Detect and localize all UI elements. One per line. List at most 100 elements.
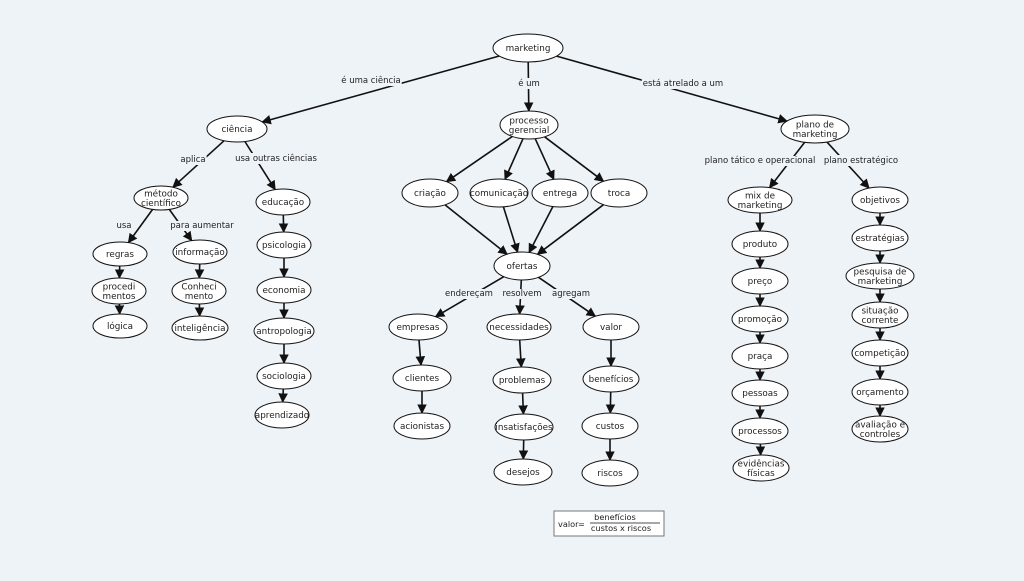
edge-criacao-ofertas xyxy=(445,205,507,254)
node-praca[interactable]: praça xyxy=(732,343,788,369)
node-sociologia[interactable]: sociologia xyxy=(257,363,311,389)
value-formula: valor = benefícios custos x riscos xyxy=(554,511,664,536)
node-necessidades[interactable]: necessidades xyxy=(487,314,551,340)
node-troca-label: troca xyxy=(608,189,630,199)
node-inteligencia-label: inteligência xyxy=(174,323,225,334)
node-processos[interactable]: processos xyxy=(732,418,788,444)
edge-label-ofertas-valor: agregam xyxy=(552,289,590,299)
node-insatisfacoes-label: insatisfações xyxy=(495,423,553,433)
edge-troca-ofertas xyxy=(538,205,604,255)
node-regras[interactable]: regras xyxy=(93,242,147,266)
node-pesquisa-label: marketing xyxy=(858,277,903,287)
node-mix-label: marketing xyxy=(738,201,783,211)
node-regras-label: regras xyxy=(106,250,134,260)
node-desejos-label: desejos xyxy=(506,468,540,478)
node-empresas-label: empresas xyxy=(397,323,440,333)
node-inteligencia[interactable]: inteligência xyxy=(172,316,228,340)
node-competicao-label: competição xyxy=(854,349,905,359)
edge-label-ofertas-necessidades: resolvem xyxy=(502,289,541,299)
node-economia-label: economia xyxy=(263,286,306,296)
formula-numerator: benefícios xyxy=(594,512,636,522)
node-logica-label: lógica xyxy=(107,321,133,332)
node-acionistas[interactable]: acionistas xyxy=(394,413,450,439)
node-economia[interactable]: economia xyxy=(257,277,311,303)
node-procedimentos-label: mentos xyxy=(103,292,136,302)
node-ofertas-label: ofertas xyxy=(507,262,538,272)
node-ciencia-label: ciência xyxy=(222,124,253,135)
node-marketing[interactable]: marketing xyxy=(493,34,563,62)
node-valor[interactable]: valor xyxy=(583,314,639,340)
node-psicologia-label: psicologia xyxy=(262,241,306,251)
node-psicologia[interactable]: psicologia xyxy=(257,232,311,258)
edge-processo-criacao xyxy=(447,137,513,182)
edge-label-marketing-processo: é um xyxy=(518,78,540,89)
node-produto[interactable]: produto xyxy=(732,231,788,257)
node-mix-label: mix de xyxy=(745,191,775,201)
node-avaliacao-label: avaliação e xyxy=(855,420,905,430)
node-preco[interactable]: preço xyxy=(732,268,788,294)
node-promocao[interactable]: promoção xyxy=(732,306,788,332)
node-riscos[interactable]: riscos xyxy=(582,460,638,486)
node-estrategias[interactable]: estratégias xyxy=(852,225,908,251)
node-criacao[interactable]: criação xyxy=(402,179,458,207)
node-metodo-label: método xyxy=(144,188,178,199)
node-beneficios[interactable]: benefícios xyxy=(583,366,639,392)
edge-processo-troca xyxy=(545,137,604,182)
node-processos-label: processos xyxy=(738,427,782,437)
node-preco-label: preço xyxy=(748,277,773,287)
node-situacao-label: situação xyxy=(861,306,898,316)
edge-label-plano-objetivos: plano estratégico xyxy=(824,155,898,166)
node-custos[interactable]: custos xyxy=(582,413,638,439)
node-procedimentos-label: procedi xyxy=(103,282,136,292)
node-informacao-label: informação xyxy=(175,248,225,258)
node-desejos[interactable]: desejos xyxy=(494,459,552,485)
node-competicao[interactable]: competição xyxy=(852,340,908,366)
node-praca-label: praça xyxy=(748,352,773,362)
edge-processo-entrega xyxy=(535,139,554,180)
node-plano-label: plano de xyxy=(796,120,834,130)
node-comunicacao[interactable]: comunicação xyxy=(470,179,528,207)
node-empresas[interactable]: empresas xyxy=(389,314,447,340)
node-conhecimento-label: mento xyxy=(185,292,213,302)
node-informacao[interactable]: informação xyxy=(173,240,227,264)
node-pessoas[interactable]: pessoas xyxy=(732,380,788,406)
formula-denominator: custos x riscos xyxy=(591,523,651,533)
node-ofertas[interactable]: ofertas xyxy=(494,252,550,280)
node-logica[interactable]: lógica xyxy=(93,314,147,338)
node-promocao-label: promoção xyxy=(738,315,782,325)
node-ciencia[interactable]: ciência xyxy=(207,116,267,142)
edge-label-metodo-informacao: para aumentar xyxy=(170,221,234,231)
node-clientes[interactable]: clientes xyxy=(393,365,451,391)
edge-label-ofertas-empresas: endereçam xyxy=(445,289,493,299)
node-objetivos[interactable]: objetivos xyxy=(852,187,908,213)
node-sociologia-label: sociologia xyxy=(262,372,306,382)
edge-label-marketing-plano: está atrelado a um xyxy=(643,79,723,89)
node-processo-label: gerencial xyxy=(509,126,550,136)
node-entrega[interactable]: entrega xyxy=(532,179,588,207)
node-orcamento-label: orçamento xyxy=(856,388,903,398)
node-problemas-label: problemas xyxy=(499,376,546,386)
node-educacao[interactable]: educação xyxy=(256,189,310,215)
node-aprendizado[interactable]: aprendizado xyxy=(255,402,309,428)
node-problemas[interactable]: problemas xyxy=(493,367,551,393)
node-insatisfacoes[interactable]: insatisfações xyxy=(495,414,553,440)
node-evidencias-label: físicas xyxy=(747,469,775,479)
formula-lhs: valor xyxy=(558,519,579,529)
node-plano-label: marketing xyxy=(793,130,838,140)
node-antropologia[interactable]: antropologia xyxy=(254,318,314,344)
node-educacao-label: educação xyxy=(262,198,304,208)
node-riscos-label: riscos xyxy=(597,469,623,479)
node-conhecimento-label: Conheci xyxy=(181,282,216,292)
node-troca[interactable]: troca xyxy=(591,179,647,207)
node-orcamento[interactable]: orçamento xyxy=(852,379,908,405)
